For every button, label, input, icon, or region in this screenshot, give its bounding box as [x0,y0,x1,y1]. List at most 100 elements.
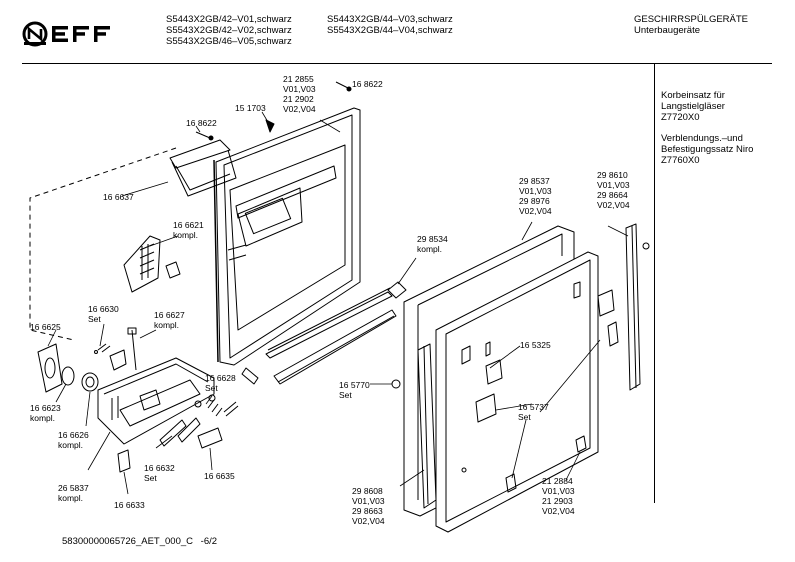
label-line: 16 6623 [30,403,61,413]
subcategory-title: Unterbaugeräte [634,25,701,36]
label-line: 16 8622 [352,79,383,89]
label-line: 16 8622 [186,118,217,128]
label-16-6630: 16 6630 Set [88,304,119,324]
note-line: Befestigungssatz Niro [661,144,754,155]
note-line: Z7720X0 [661,112,700,123]
label-line: 16 6637 [103,192,134,202]
rail-upper [265,287,393,359]
label-26-5837: 26 5837 kompl. [58,483,89,503]
label-line: V02,V04 [352,516,385,526]
label-line: 21 2884 [542,476,573,486]
label-line: V02,V04 [519,206,552,216]
label-line: Set [518,412,531,422]
label-16-5325: 16 5325 [520,340,551,350]
label-line: 16 6635 [204,471,235,481]
label-line: kompl. [417,244,443,254]
part-16-6635 [197,427,223,449]
springs-16-6628 [194,394,239,417]
label-line: 16 5737 [518,402,549,412]
label-16-6627: 16 6627 kompl. [154,310,185,330]
label-line: kompl. [58,440,84,450]
label-16-6628: 16 6628 Set [205,373,236,393]
label-line: Set [205,383,218,393]
label-16-6626: 16 6626 kompl. [58,430,89,450]
label-line: 29 8664 [597,190,628,200]
label-line: 21 2855 [283,74,314,84]
label-16-6621: 16 6621 kompl. [173,220,204,240]
leader-lines [47,111,629,495]
label-line: 29 8663 [352,506,383,516]
parts-16-6632 [159,417,201,447]
label-line: kompl. [173,230,199,240]
label-line: 29 8610 [597,170,628,180]
label-21-2855: 21 2855 V01,V03 21 2902 V02,V04 [283,74,316,114]
rear-panel [435,251,599,533]
label-line: V01,V03 [519,186,552,196]
model-line: S5543X2GB/42–V02,schwarz [166,25,292,36]
label-line: 16 6628 [205,373,236,383]
note-line: Langstielgläser [661,101,725,112]
note-line: Verblendungs.–und [661,133,743,144]
model-line: S5543X2GB/44–V04,schwarz [327,25,453,36]
label-line: V02,V04 [597,200,630,210]
clip-29-8534 [387,281,407,299]
label-line: 21 2902 [283,94,314,104]
label-16-6637: 16 6637 [103,192,134,202]
label-29-8537: 29 8537 V01,V03 29 8976 V02,V04 [519,176,552,216]
label-21-2884: 21 2884 V01,V03 21 2903 V02,V04 [542,476,575,516]
label-16-8622-left: 16 8622 [186,118,217,128]
label-line: 16 5325 [520,340,551,350]
label-line: 16 6632 [144,463,175,473]
clip-bottom-1 [505,473,517,493]
label-line: 29 8608 [352,486,383,496]
inner-door-panel [213,107,361,366]
knob-16-6626 [81,372,99,392]
label-16-6632: 16 6632 Set [144,463,175,483]
side-note-glass-basket: Korbeinsatz für Langstielgläser Z7720X0 [661,90,725,123]
part-16-6627 [109,327,137,371]
label-16-6623: 16 6623 kompl. [30,403,61,423]
clip-bottom-2 [575,435,587,453]
note-line: Korbeinsatz für [661,90,725,101]
label-29-8610: 29 8610 V01,V03 29 8664 V02,V04 [597,170,630,210]
bracket-16-5325 [597,289,615,317]
screw-top [335,81,352,92]
label-15-1703: 15 1703 [235,103,266,113]
label-line: kompl. [30,413,56,423]
spring-16-6630 [94,343,111,354]
side-note-fixing-set: Verblendungs.–und Befestigungssatz Niro … [661,133,753,166]
label-29-8608: 29 8608 V01,V03 29 8663 V02,V04 [352,486,385,526]
footer-doc-id: 58300000065726_AET_000_C -6/2 [62,536,217,547]
label-line: V02,V04 [283,104,316,114]
model-line: S5543X2GB/46–V05,schwarz [166,36,292,47]
label-16-6625: 16 6625 [30,322,61,332]
label-line: 29 8537 [519,176,550,186]
screw-left [195,131,214,141]
label-line: V01,V03 [283,84,316,94]
label-16-6633: 16 6633 [114,500,145,510]
screw-16-5770 [391,379,401,389]
label-16-8622-top: 16 8622 [352,79,383,89]
label-line: Set [88,314,101,324]
label-line: 16 6627 [154,310,185,320]
label-line: 21 2903 [542,496,573,506]
neff-logo [22,18,122,50]
label-line: Set [339,390,352,400]
label-line: 26 5837 [58,483,89,493]
model-list-1: S5443X2GB/42–V01,schwarz S5543X2GB/42–V0… [166,14,292,47]
label-line: V01,V03 [597,180,630,190]
label-line: Set [144,473,157,483]
label-29-8534: 29 8534 kompl. [417,234,448,254]
bracket-16-6621 [123,235,181,293]
doc-id: 58300000065726_AET_000_C [62,536,194,547]
page-number: -6/2 [200,536,218,547]
label-line: 16 6630 [88,304,119,314]
label-line: 16 6633 [114,500,145,510]
label-16-5737: 16 5737 Set [518,402,549,422]
model-list-2: S5443X2GB/44–V03,schwarz S5543X2GB/44–V0… [327,14,453,36]
label-16-5770: 16 5770 Set [339,380,370,400]
side-divider [654,63,655,503]
header-divider [22,63,772,64]
rail-lower [273,309,397,385]
